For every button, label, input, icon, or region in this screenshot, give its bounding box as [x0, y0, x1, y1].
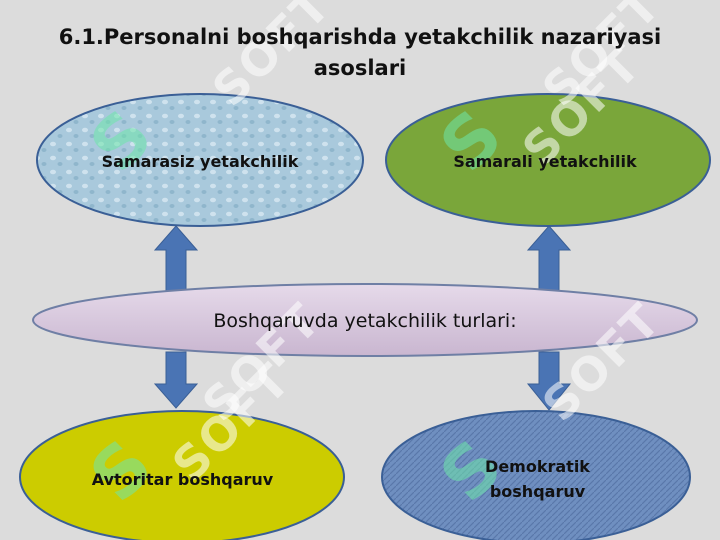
- arrow-up-left: [153, 225, 199, 293]
- node-bottom-left-shape: [19, 410, 345, 540]
- slide-title: 6.1.Personalni boshqarishda yetakchilik …: [58, 25, 662, 80]
- node-top-left-label: Samarasiz yetakchilik: [101, 151, 299, 171]
- node-center-shape: [32, 283, 698, 357]
- node-bottom-left-label: Avtoritar boshqaruv: [91, 469, 274, 489]
- node-bottom-right-label: Demokratik boshqaruv: [485, 457, 590, 501]
- arrow-down-left: [153, 351, 199, 409]
- node-bottom-right-shape: [381, 410, 691, 540]
- node-top-right-shape: [385, 93, 711, 227]
- arrow-up-right: [526, 225, 572, 293]
- arrow-down-right: [526, 351, 572, 411]
- node-top-right-label: Samarali yetakchilik: [453, 151, 637, 171]
- node-top-left-shape: [36, 93, 364, 227]
- node-center-label: Boshqaruvda yetakchilik turlari:: [213, 310, 517, 332]
